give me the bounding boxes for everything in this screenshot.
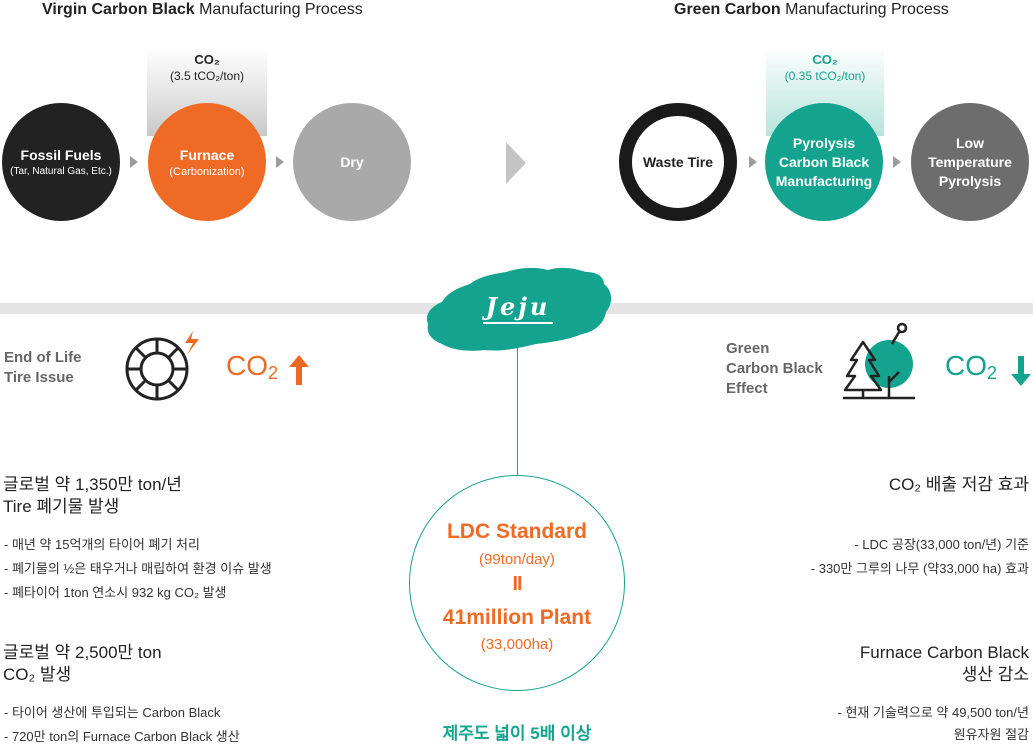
- jeju-island-icon: [426, 267, 612, 351]
- right-block1-bullet: - 330만 그루의 나무 (약33,000 ha) 효과: [810, 561, 1029, 576]
- furnace-circle: Furnace (Carbonization): [148, 103, 266, 221]
- arrow-right-icon: [893, 156, 901, 168]
- dry-circle: Dry: [293, 103, 411, 221]
- center-line1-sub: (99ton/day): [479, 551, 555, 568]
- virgin-co2-label: CO₂ (3.5 tCO₂/ton): [169, 52, 244, 83]
- arrow-up-icon: [289, 355, 309, 385]
- left-block1-bullet: - 폐타이어 1ton 연소시 932 kg CO₂ 발생: [4, 585, 227, 600]
- center-footer: 제주도 넓이 5배 이상: [442, 724, 592, 743]
- jeju-logo-text: Jeju: [485, 292, 551, 321]
- left-block2-bullet: - 720만 ton의 Furnace Carbon Black 생산: [4, 729, 240, 744]
- fossil-fuels-circle: Fossil Fuels (Tar, Natural Gas, Etc.): [2, 103, 120, 221]
- left-block2-heading: 글로벌 약 2,500만 ton CO₂ 발생: [3, 643, 162, 684]
- left-co2-text: CO2: [226, 350, 279, 383]
- right-co2-text: CO2: [945, 350, 998, 383]
- green-process-title: Green Carbon Manufacturing Process: [674, 1, 949, 18]
- trees-icon: [843, 322, 915, 400]
- center-line2: 41million Plant: [442, 606, 592, 629]
- right-effect-label: Green Carbon Black Effect: [726, 340, 823, 397]
- left-block1-bullet: - 매년 약 15억개의 타이어 폐기 처리: [4, 537, 200, 552]
- center-circle: [409, 475, 625, 691]
- right-block2-bullet: 원유자원 절감: [953, 727, 1029, 742]
- tire-fire-icon: [125, 331, 199, 401]
- equals-sign: II: [512, 573, 522, 595]
- right-block2-bullet: - 현재 기술력으로 약 49,500 ton/년: [837, 705, 1029, 720]
- left-effect-label: End of Life Tire Issue: [4, 349, 82, 386]
- arrow-right-icon: [749, 156, 757, 168]
- center-line2-sub: (33,000ha): [480, 636, 554, 653]
- connector-line: [517, 346, 518, 476]
- low-temp-circle: Low Temperature Pyrolysis: [911, 103, 1029, 221]
- left-block2-bullet: - 타이어 생산에 투입되는 Carbon Black: [4, 705, 221, 720]
- green-co2-label: CO₂ (0.35 tCO₂/ton): [784, 52, 866, 83]
- arrow-down-icon: [1011, 356, 1031, 386]
- jeju-logo-underline: [483, 322, 553, 324]
- arrow-right-icon: [130, 156, 138, 168]
- right-block2-heading: Furnace Carbon Black 생산 감소: [859, 643, 1029, 684]
- big-arrow-right-icon: [506, 142, 526, 184]
- center-line1: LDC Standard: [446, 520, 587, 543]
- left-block1-heading: 글로벌 약 1,350만 ton/년 Tire 폐기물 발생: [3, 475, 182, 516]
- right-block1-bullet: - LDC 공장(33,000 ton/년) 기준: [854, 537, 1029, 552]
- virgin-process-title: Virgin Carbon Black Manufacturing Proces…: [42, 1, 363, 18]
- waste-tire-circle: Waste Tire: [619, 103, 737, 221]
- pyrolysis-circle: Pyrolysis Carbon Black Manufacturing: [765, 103, 883, 221]
- arrow-right-icon: [276, 156, 284, 168]
- left-block1-bullet: - 폐기물의 ½은 태우거나 매립하여 환경 이슈 발생: [4, 561, 272, 576]
- right-block1-heading: CO₂ 배출 저감 효과: [888, 475, 1029, 494]
